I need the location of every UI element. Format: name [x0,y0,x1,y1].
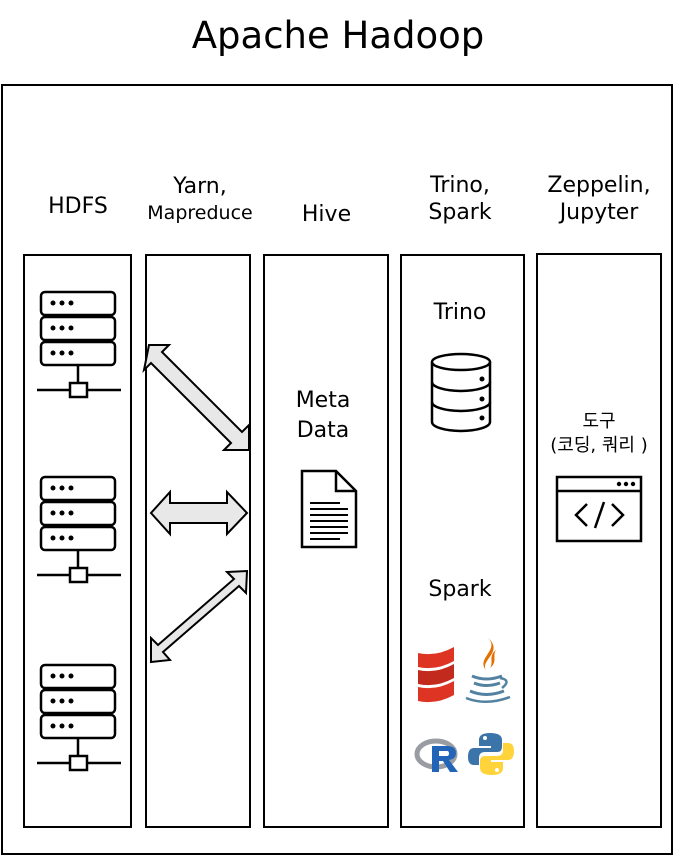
trino-sub-label: Trino [433,300,487,325]
server-rack-icon [37,475,121,584]
database-icon [430,352,492,433]
spark-sub-label: Spark [428,577,492,602]
yarn-label: Yarn, Mapreduce [140,173,260,227]
double-arrow-icon [142,344,250,451]
meta-data-line2: Data [296,418,350,443]
scala-logo-icon [418,647,454,703]
hdfs-label: HDFS [48,194,108,219]
page-title: Apache Hadoop [191,14,485,57]
tools-sub-label: 도구 (코딩, 쿼리 ) [536,410,662,458]
java-logo-icon [465,638,511,703]
double-arrow-icon [149,489,249,537]
hive-label: Hive [301,202,352,227]
r-logo-icon [414,738,458,772]
server-rack-icon [37,290,121,399]
double-arrow-icon [150,569,249,664]
trino-spark-label-line1: Trino, [430,173,490,198]
trino-spark-column [400,254,525,828]
tools-sub-line1: 도구 [582,411,616,432]
tools-label: Zeppelin, Jupyter [534,172,664,226]
hadoop-frame [1,84,673,855]
tools-label-line1: Zeppelin, [547,173,651,198]
meta-data-label: Meta Data [263,386,383,446]
document-icon [300,469,358,549]
trino-spark-label: Trino, Spark [400,172,520,226]
code-window-icon [555,475,643,543]
tools-label-line2: Jupyter [559,200,639,225]
yarn-label-line1: Yarn, [173,174,227,199]
yarn-label-line2: Mapreduce [147,202,253,224]
tools-sub-line2: (코딩, 쿼리 ) [550,435,648,456]
server-rack-icon [37,663,121,772]
python-logo-icon [468,733,514,775]
meta-data-line1: Meta [295,388,351,413]
trino-spark-label-line2: Spark [428,200,492,225]
